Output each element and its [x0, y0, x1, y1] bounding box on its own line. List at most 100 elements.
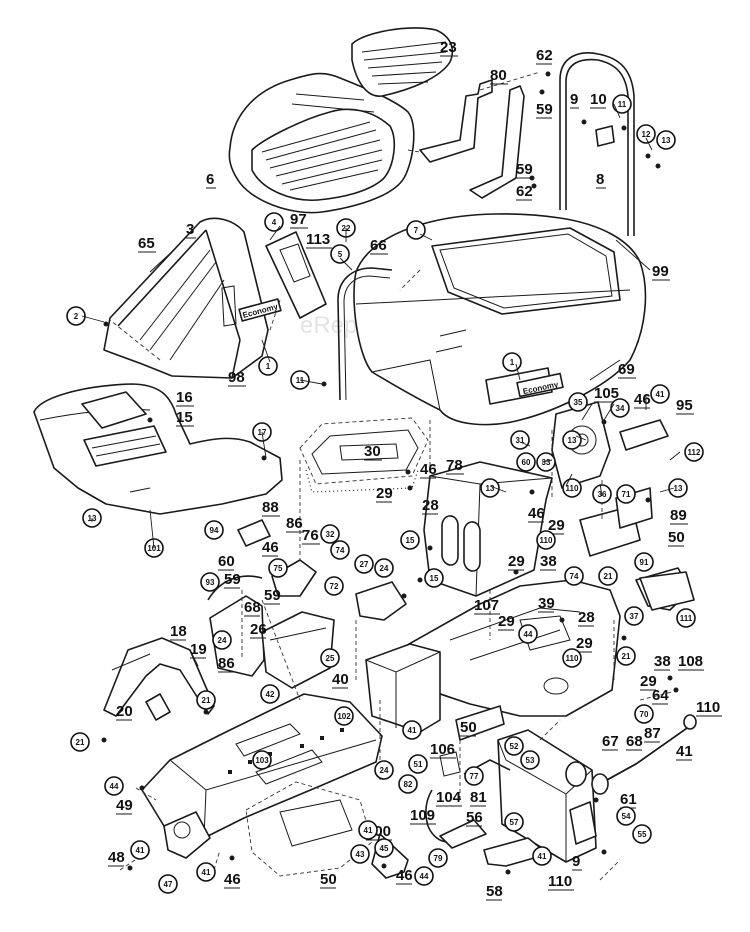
callout-circle: 27: [354, 554, 374, 574]
callout-circle-number: 93: [206, 578, 215, 587]
callout-label: 65: [138, 235, 155, 252]
callout-circle-ring: [562, 648, 582, 668]
callout-label: 59: [224, 571, 241, 588]
callout-circle-number: 11: [618, 100, 627, 109]
callout-circle-number: 110: [540, 536, 553, 545]
callout-label: 61: [620, 791, 637, 808]
callout-circle-number: 1: [266, 362, 271, 371]
callout-circle-number: 110: [566, 484, 579, 493]
callout-circle: 94: [204, 520, 224, 540]
callout-circle: 13: [480, 478, 500, 498]
callout-circle-ring: [374, 838, 394, 858]
callout-circle: 15: [400, 530, 420, 550]
callout-circle: 44: [414, 866, 434, 886]
callout-label: 110: [548, 873, 572, 890]
callout-label: 38: [540, 553, 557, 570]
callout-circle-number: 24: [380, 564, 389, 573]
callout-label: 39: [538, 595, 555, 612]
callout-circle-ring: [66, 306, 86, 326]
callout-label: 15: [176, 409, 193, 426]
pedestal-part: [103, 217, 327, 379]
main-frame-part: [365, 579, 621, 733]
callout-circle-number: 52: [510, 742, 519, 751]
callout-label: 9: [572, 853, 580, 870]
callout-label: 16: [176, 389, 193, 406]
callout-circle-ring: [264, 212, 284, 232]
callout-label: 19: [190, 641, 207, 658]
callout-label: 78: [446, 457, 463, 474]
callout-circle-ring: [400, 530, 420, 550]
seat-part: [228, 72, 415, 214]
callout-circle: 1: [258, 356, 278, 376]
callout-circle-number: 102: [337, 712, 351, 721]
callout-circle: 79: [428, 848, 448, 868]
callout-label: 107: [474, 597, 499, 614]
callout-circle-number: 41: [136, 846, 145, 855]
callout-circle: 74: [564, 566, 584, 586]
axle-pipe-part: [565, 714, 697, 795]
callout-circle: 91: [634, 552, 654, 572]
callout-label: 110: [696, 699, 720, 716]
callout-circle-ring: [374, 760, 394, 780]
callout-label: 106: [430, 741, 455, 758]
callout-label: 46: [420, 461, 437, 478]
callout-circle-ring: [624, 606, 644, 626]
callout-circle-number: 53: [526, 756, 535, 765]
callout-circle-ring: [598, 566, 618, 586]
callout-label: 23: [440, 39, 457, 56]
callout-circle-number: 57: [510, 818, 519, 827]
callout-label: 81: [470, 789, 487, 806]
callout-circle-ring: [562, 430, 582, 450]
callout-circle-number: 13: [674, 484, 683, 493]
callout-circle-number: 15: [430, 574, 439, 583]
callout-circle-number: 72: [330, 582, 339, 591]
callout-label: 46: [262, 539, 279, 556]
callout-circle-number: 79: [434, 854, 443, 863]
callout-circle-ring: [564, 566, 584, 586]
callout-circle: 41: [650, 384, 670, 404]
callout-label: 8: [596, 171, 604, 188]
callout-label: 30: [364, 443, 381, 460]
callout-circle-number: 94: [210, 526, 219, 535]
callout-circle-ring: [504, 736, 524, 756]
callout-circle-ring: [520, 750, 540, 770]
seat-bracket-part: [407, 71, 541, 199]
callout-circle: 34: [610, 398, 630, 418]
callout-circle-ring: [196, 690, 216, 710]
callout-label: 49: [116, 797, 133, 814]
callout-circle-number: 112: [688, 448, 701, 457]
callout-circle: 13: [656, 130, 676, 150]
callout-label: 56: [466, 809, 483, 826]
callout-circle-ring: [260, 684, 280, 704]
callout-circle-ring: [350, 844, 370, 864]
callout-circle-ring: [568, 392, 588, 412]
callout-label: 58: [486, 883, 503, 900]
callout-circle-number: 44: [110, 782, 119, 791]
callout-circle-ring: [464, 766, 484, 786]
callout-circle: 21: [616, 646, 636, 666]
callout-circle-ring: [330, 244, 350, 264]
callout-circle-number: 74: [570, 572, 579, 581]
callout-circle: 33: [536, 452, 556, 472]
callout-circle-ring: [510, 430, 530, 450]
callout-circle-number: 43: [356, 850, 365, 859]
callout-label: 108: [678, 653, 703, 670]
callout-circle: 37: [624, 606, 644, 626]
callout-circle-number: 34: [616, 404, 625, 413]
callout-circle-ring: [158, 874, 178, 894]
label-underlines: [108, 55, 722, 901]
callout-circle: 24: [374, 558, 394, 578]
callout-circle-ring: [536, 452, 556, 472]
callout-circle-number: 110: [566, 654, 579, 663]
callout-label: 59: [264, 587, 281, 604]
callout-circle: 70: [634, 704, 654, 724]
callout-label: 29: [548, 517, 565, 534]
callout-circle: 41: [196, 862, 216, 882]
callout-circle: 45: [374, 838, 394, 858]
callout-circle-ring: [408, 754, 428, 774]
callout-label: 60: [218, 553, 235, 570]
callout-circle: 77: [464, 766, 484, 786]
callout-label: 68: [626, 733, 643, 750]
callout-circle-number: 82: [404, 780, 413, 789]
callout-circle: 110: [562, 648, 582, 668]
